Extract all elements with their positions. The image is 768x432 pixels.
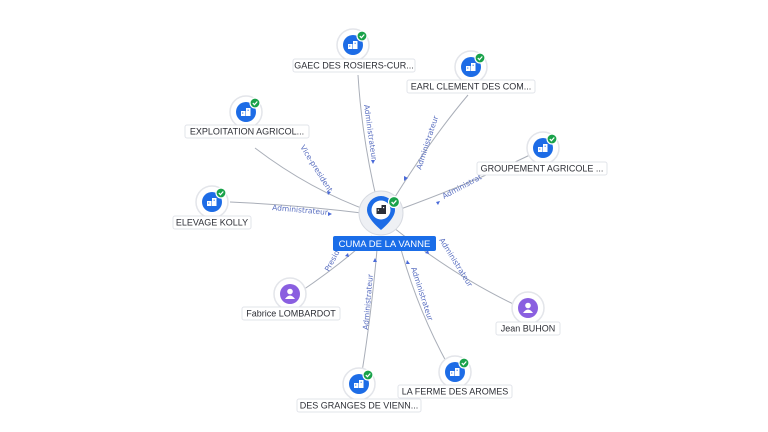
edge-elevage <box>229 201 371 215</box>
building-icon <box>466 63 476 71</box>
building-icon <box>354 380 364 388</box>
edge-label-jean: Administrateur <box>437 236 475 289</box>
node-jean[interactable]: Jean BUHON <box>495 291 561 336</box>
node-label-box <box>241 306 341 321</box>
check-icon <box>477 56 483 61</box>
verified-badge <box>387 195 401 209</box>
node-label-box <box>172 215 252 230</box>
edge-arrow <box>371 160 375 164</box>
node-label-box <box>476 161 608 176</box>
node-ferme[interactable]: LA FERME DES AROMES <box>397 355 513 399</box>
edge-label-fabrice: Presid <box>323 248 342 272</box>
edge-arrow <box>406 260 410 264</box>
node-label-elevage: ELEVAGE KOLLY <box>176 218 248 228</box>
edge-arrow <box>404 176 408 181</box>
edge-groupement <box>397 149 541 211</box>
node-elevage[interactable]: ELEVAGE KOLLY <box>172 185 252 230</box>
person-icon <box>523 302 533 313</box>
person-icon <box>285 288 295 299</box>
node-exploitation[interactable]: EXPLOITATION AGRICOL... <box>184 95 310 139</box>
building-icon <box>376 205 386 214</box>
node-label-groupement: GROUPEMENT AGRICOLE ... <box>481 164 604 174</box>
center-label: CUMA DE LA VANNE <box>339 239 431 250</box>
verified-badge <box>215 187 227 199</box>
node-label-box <box>397 384 513 399</box>
verified-badge <box>249 97 261 109</box>
edge-arrow <box>345 253 349 257</box>
node-label-fabrice: Fabrice LOMBARDOT <box>246 309 336 319</box>
check-icon <box>365 373 371 378</box>
edge-label-granges: Administrateur <box>361 273 375 330</box>
edge-granges <box>361 237 379 373</box>
node-label-exploitation: EXPLOITATION AGRICOL... <box>190 127 304 137</box>
node-earl[interactable]: EARL CLEMENT DES COM... <box>406 50 536 94</box>
node-label-earl: EARL CLEMENT DES COM... <box>411 82 532 92</box>
node-label-jean: Jean BUHON <box>501 324 556 334</box>
edge-exploitation <box>254 147 373 213</box>
edge-arrow <box>436 201 440 205</box>
edge-arrow <box>328 212 332 216</box>
verified-badge <box>474 52 486 64</box>
edge-label-ferme: Administrateur <box>409 266 435 323</box>
node-label-box <box>495 321 561 336</box>
node-label-box <box>184 124 310 139</box>
building-icon <box>538 144 548 152</box>
edge-label-elevage: Administrateur <box>272 203 329 217</box>
node-label-granges: DES GRANGES DE VIENN... <box>300 401 419 411</box>
edge-gaec <box>357 74 379 206</box>
verified-badge <box>356 30 368 42</box>
check-icon <box>359 34 365 39</box>
building-icon <box>207 198 217 206</box>
edge-label-exploitation: Vice-president <box>298 143 334 193</box>
nodes: GAEC DES ROSIERS-CUR... EARL CLEMENT DES … <box>172 28 608 413</box>
node-label-box <box>406 79 536 94</box>
building-icon <box>348 41 358 49</box>
check-icon <box>461 361 467 366</box>
edge-earl <box>389 94 469 206</box>
check-icon <box>218 191 224 196</box>
building-icon <box>450 368 460 376</box>
building-icon <box>241 108 251 116</box>
node-granges[interactable]: DES GRANGES DE VIENN... <box>296 367 422 413</box>
edge-label-earl: Administrateur <box>414 114 440 171</box>
verified-badge <box>458 357 470 369</box>
center-node[interactable]: CUMA DE LA VANNE <box>333 190 436 251</box>
check-icon <box>252 101 258 106</box>
edge-arrow <box>327 191 331 195</box>
edge-ferme <box>397 237 449 366</box>
check-icon <box>549 137 555 142</box>
node-groupement[interactable]: GROUPEMENT AGRICOLE ... <box>476 131 608 176</box>
verified-badge <box>362 369 374 381</box>
node-fabrice[interactable]: Fabrice LOMBARDOT <box>241 277 341 321</box>
check-icon <box>391 199 397 205</box>
verified-badge <box>546 133 558 145</box>
node-label-box <box>292 58 416 73</box>
node-label-box <box>296 398 422 413</box>
edge-label-gaec: Administrateur <box>362 104 379 162</box>
edge-label-groupement: Administrat <box>441 172 484 200</box>
node-label-ferme: LA FERME DES AROMES <box>402 387 509 397</box>
center-label-box <box>333 236 436 251</box>
node-label-gaec: GAEC DES ROSIERS-CUR... <box>294 61 414 71</box>
edge-arrow <box>373 258 377 262</box>
node-gaec[interactable]: GAEC DES ROSIERS-CUR... <box>292 28 416 73</box>
